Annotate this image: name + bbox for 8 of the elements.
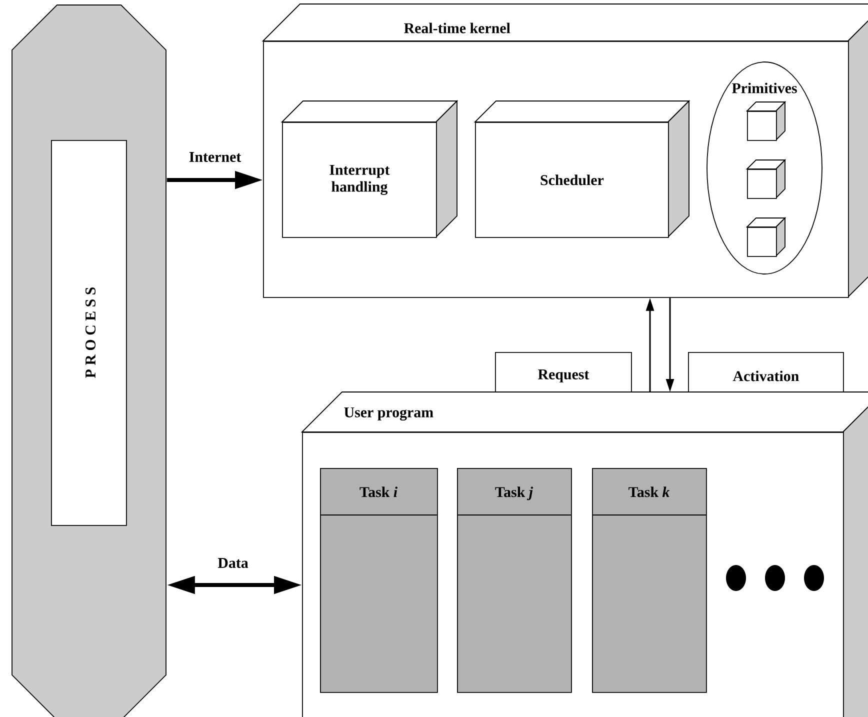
node-label: User program <box>344 407 434 421</box>
edge-label: Data <box>216 557 250 569</box>
edge-label: Internet <box>188 151 242 163</box>
task-column: Taskj <box>456 468 572 693</box>
task-column: Task k <box>592 468 707 693</box>
node-label: Real-time kernel <box>404 22 510 34</box>
task-column: Task i <box>320 468 438 693</box>
process-box: P R O C E S S <box>51 140 127 526</box>
